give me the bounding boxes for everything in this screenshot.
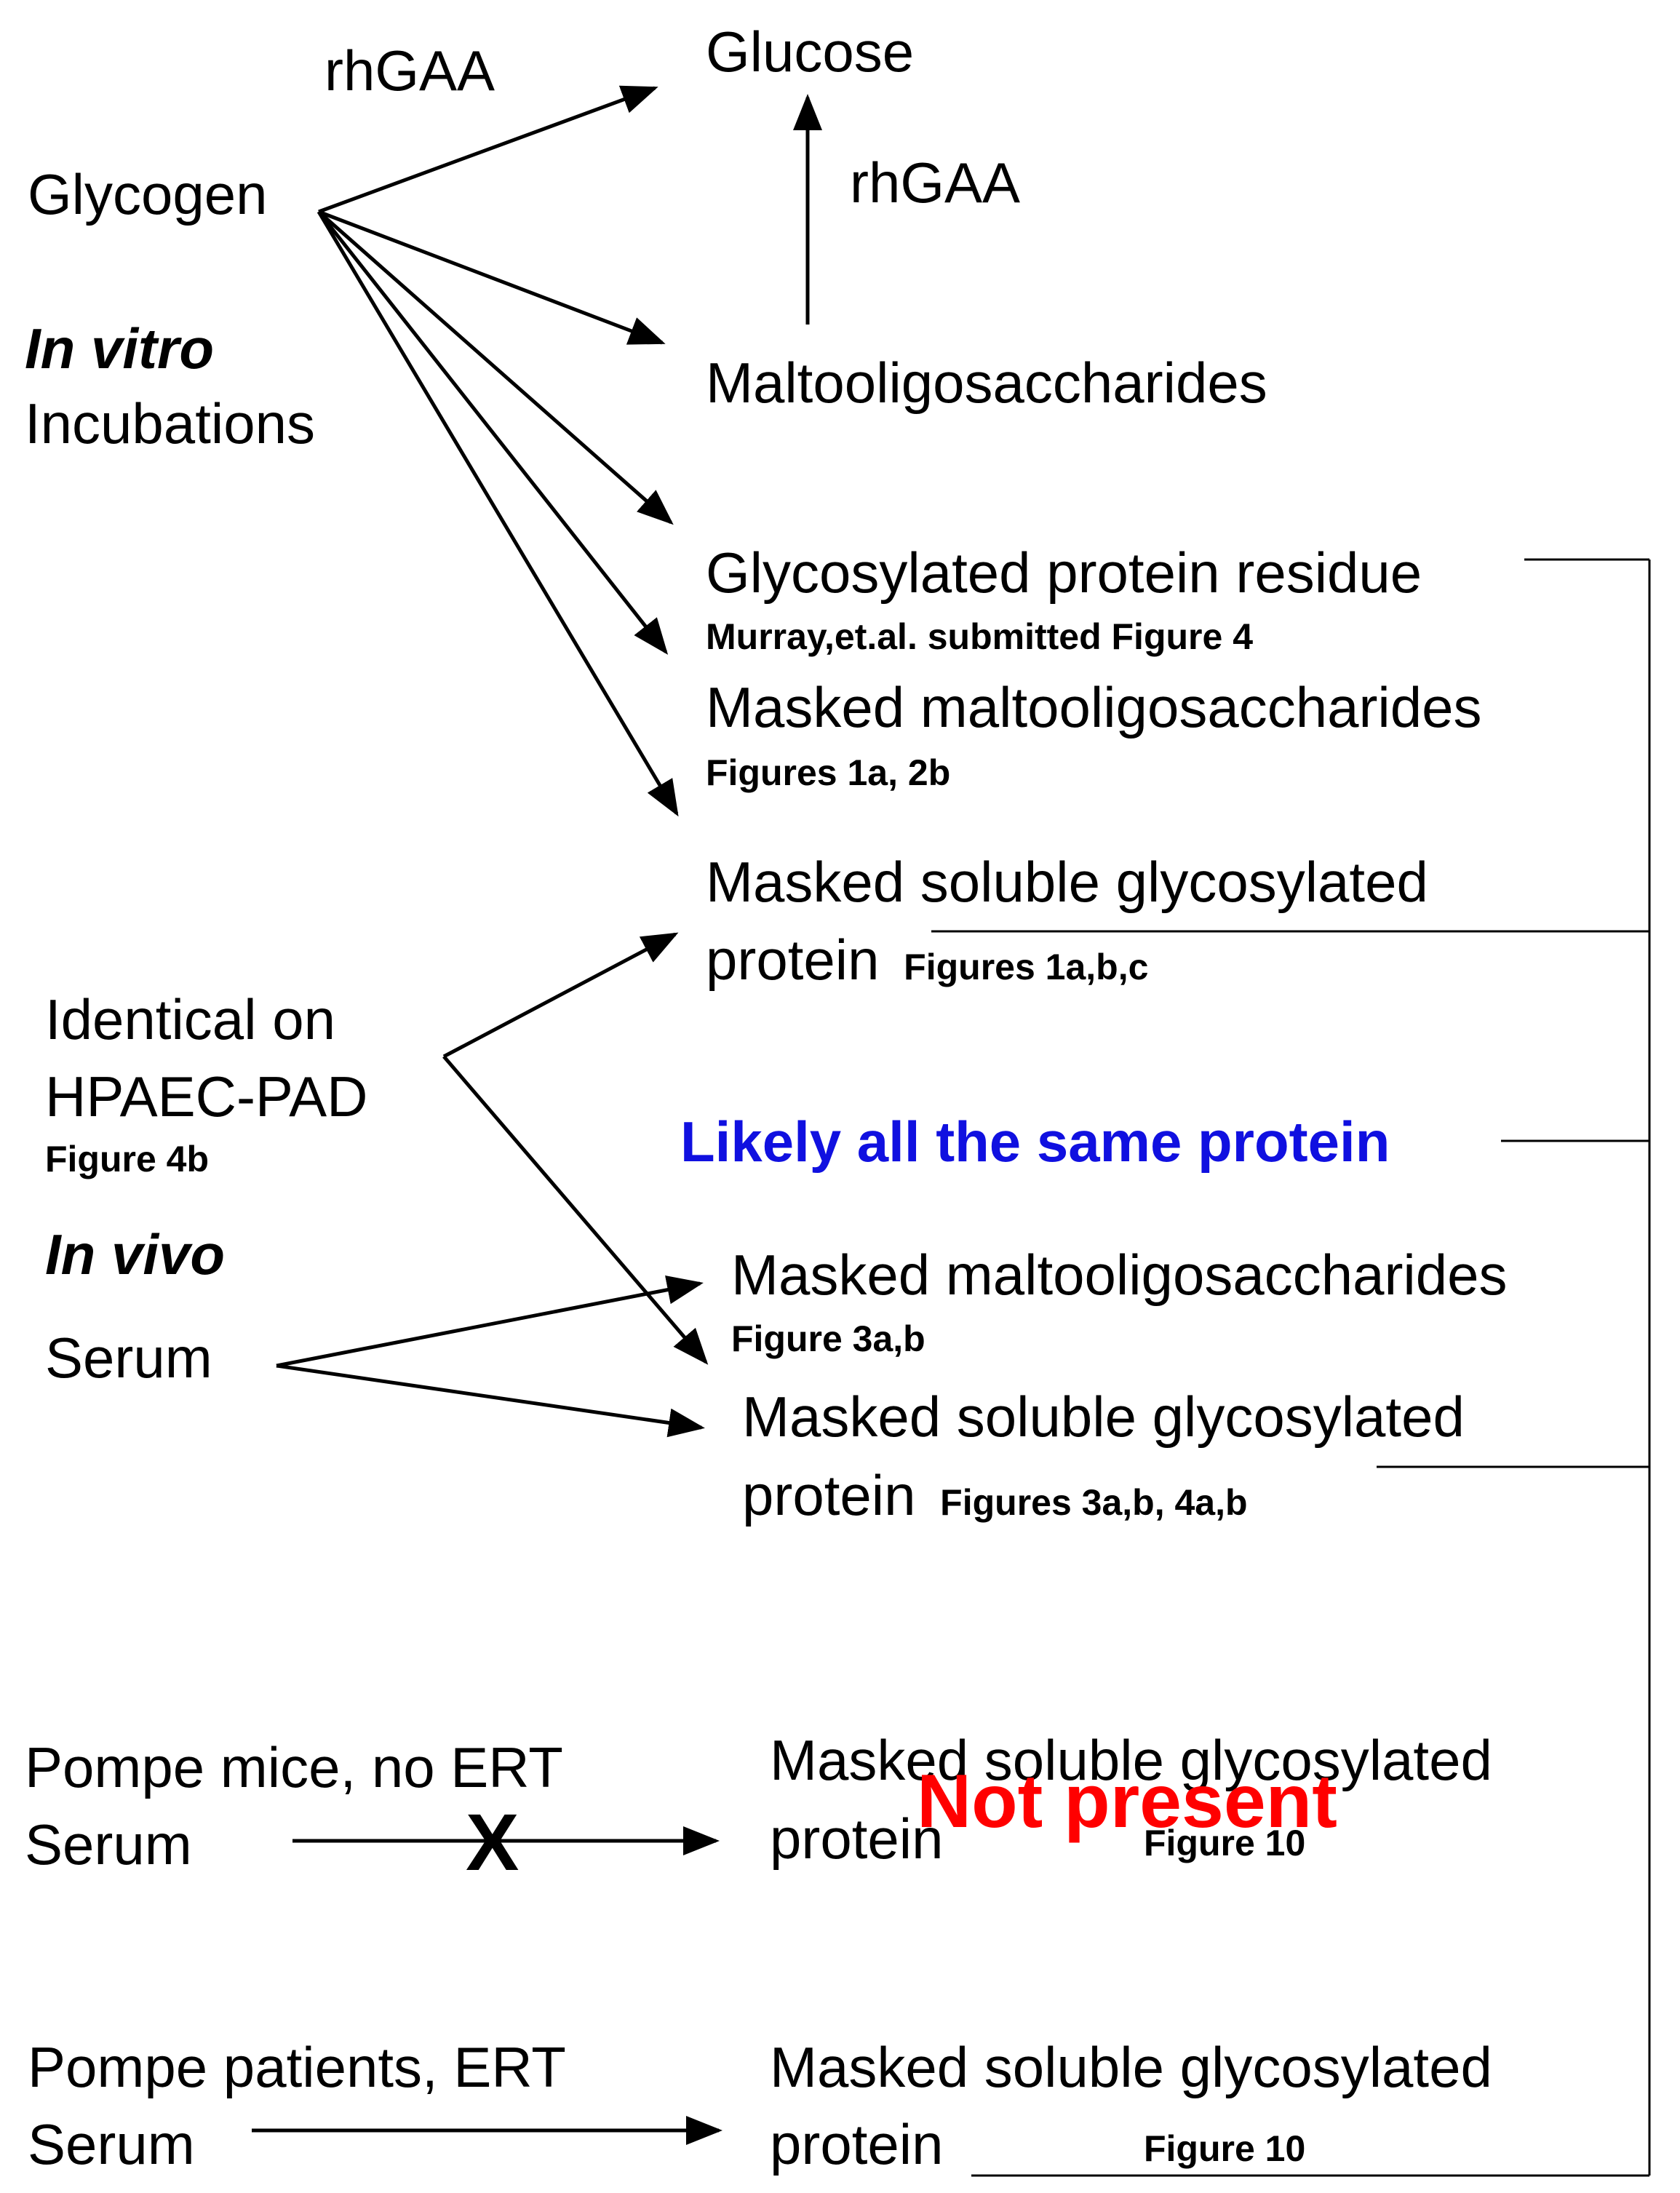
arrow-hpaec-to-invitro-protein [442,932,679,1059]
invitro-masked-soluble-line2: protein Figures 1a,b,c [706,931,1148,988]
invivo-protein-word: protein [742,1463,916,1527]
invitro-masked-soluble-line1: Masked soluble glycosylated [706,850,1428,914]
pompe-mice-label: Pompe mice, no ERT [25,1735,563,1799]
invitro-protein-reference: Figures 1a,b,c [904,947,1149,987]
residue-reference: Murray,et.al. submitted Figure 4 [706,616,1254,657]
patients-protein-word: protein [770,2112,944,2176]
invivo-masked-soluble-line1: Masked soluble glycosylated [742,1385,1465,1449]
pompe-patients-label: Pompe patients, ERT [28,2035,566,2099]
patients-protein-reference: Figure 10 [1144,2128,1306,2169]
arrow-serum-to-protein [276,1364,705,1438]
hpaec-pad-label: HPAEC-PAD [45,1064,368,1129]
invitro-protein-word: protein [706,928,880,992]
pompe-mice-serum-label: Serum [25,1812,192,1876]
identical-on-label: Identical on [45,987,335,1051]
arrow-glycogen-to-masked-soluble [317,210,679,817]
invivo-protein-reference: Figures 3a,b, 4a,b [940,1482,1248,1523]
serum-label: Serum [45,1326,212,1390]
blocked-x-mark: X [466,1798,519,1887]
glycosylated-residue-label: Glycosylated protein residue [706,541,1422,605]
mice-masked-soluble-line1: Masked soluble glycosylated [770,1728,1492,1792]
mice-protein-reference: Figure 10 [1144,1823,1306,1863]
enzyme-label-top: rhGAA [325,39,495,103]
bracket-lines [931,558,1651,2177]
mice-protein-word: protein [770,1807,944,1871]
in-vivo-title: In vivo [45,1222,226,1286]
glucose-label: Glucose [706,20,915,84]
invivo-masked-malto-reference: Figure 3a,b [731,1318,925,1359]
enzyme-label-side: rhGAA [850,151,1021,215]
maltooligosaccharides-label: Maltooligosaccharides [706,351,1267,415]
conclusion-label: Likely all the same protein [680,1110,1390,1174]
hpaec-reference: Figure 4b [45,1139,210,1179]
glycogen-label: Glycogen [28,162,268,226]
in-vitro-title: In vitro [25,317,215,381]
arrow-glycogen-to-maltooligosaccharides [318,210,666,345]
invitro-masked-malto-reference: Figures 1a, 2b [706,752,951,793]
invivo-masked-soluble-line2: protein Figures 3a,b, 4a,b [742,1467,1248,1524]
arrow-serum-to-malto [276,1275,704,1368]
arrow-glycogen-to-masked-malto [317,210,669,655]
not-present-label: Not present [917,1759,1337,1844]
pompe-patients-serum-label: Serum [28,2112,195,2176]
invivo-masked-malto-label: Masked maltooligosaccharides [731,1243,1508,1307]
arrow-glycogen-to-residue [317,210,674,525]
arrow-glycogen-to-glucose [318,85,658,214]
arrow-hpaec-to-invivo-protein [442,1055,709,1365]
incubations-label: Incubations [25,391,315,455]
invitro-masked-malto-label: Masked maltooligosaccharides [706,675,1482,739]
patients-masked-soluble-line1: Masked soluble glycosylated [770,2035,1492,2099]
